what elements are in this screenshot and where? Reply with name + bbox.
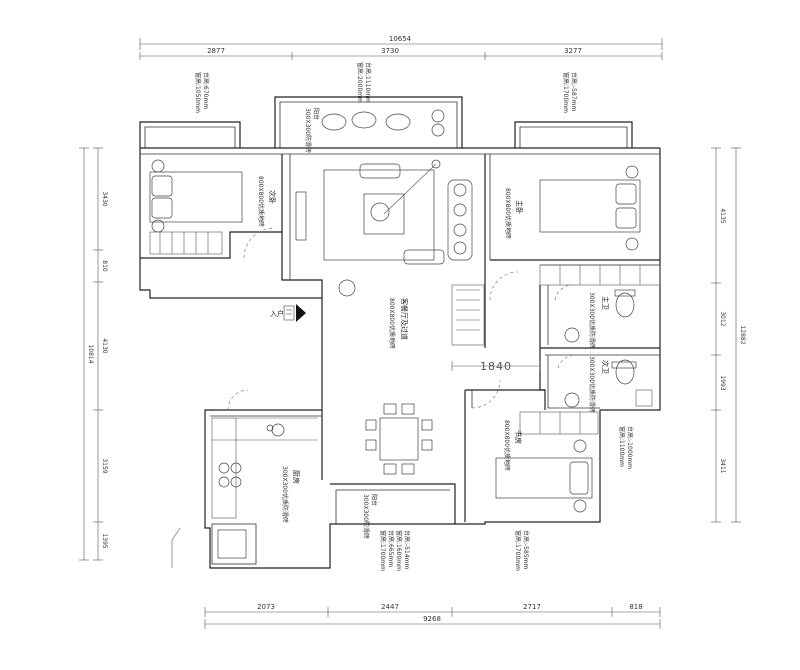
bottom-dimensions: 2073 2447 2717 818 9268 bbox=[204, 603, 661, 629]
guest-bath-name: 次卫 bbox=[601, 360, 610, 374]
top-balcony-name: 阳台 bbox=[312, 108, 320, 120]
window-bottom-b-sill: 台高:665mm bbox=[387, 530, 395, 567]
right-dim-3: 1993 bbox=[719, 375, 726, 390]
top-total-dim: 10654 bbox=[389, 35, 412, 43]
bottom-balcony-name: 阳台 bbox=[370, 494, 378, 506]
right-dim-4: 3411 bbox=[719, 458, 726, 473]
bathroom-fixtures bbox=[564, 289, 653, 408]
kitchen-floor: 300X300优质防滑砖 bbox=[281, 466, 289, 523]
second-bedroom-name: 次卧 bbox=[268, 190, 277, 204]
left-dim-1: 3430 bbox=[101, 191, 108, 206]
master-bath-name: 主卫 bbox=[601, 296, 610, 310]
left-dim-5: 1395 bbox=[101, 533, 108, 548]
entrance-label: 入户 bbox=[270, 309, 284, 318]
window-bottom-a-sill: 台高:-514mm bbox=[403, 530, 411, 569]
walls bbox=[139, 96, 661, 569]
left-dim-3: 4130 bbox=[101, 338, 108, 353]
master-bedroom-floor: 800X800优质地砖 bbox=[504, 188, 512, 239]
left-dimensions: 3430 810 4130 3159 1395 10814 bbox=[79, 147, 108, 561]
window-top-left-sill: 台高:670mm bbox=[202, 72, 210, 109]
master-bedroom-furniture bbox=[539, 165, 641, 251]
second-bedroom-furniture bbox=[149, 159, 243, 255]
right-dim-1: 4135 bbox=[719, 208, 726, 223]
right-dimensions: 4135 3012 1993 3411 12882 bbox=[711, 147, 746, 523]
top-dim-2: 3730 bbox=[381, 47, 399, 55]
living-dining-name: 客餐厅及过道 bbox=[400, 298, 409, 340]
entrance-marker: 入户 bbox=[270, 304, 306, 322]
left-total-dim: 10814 bbox=[87, 344, 94, 363]
window-specs: 台高:670mm 窗高:1050mm 台高:1110mm 窗高:2000mm 台… bbox=[194, 62, 634, 571]
top-dimensions: 10654 2877 3730 3277 bbox=[139, 35, 663, 60]
window-bottom-right-sill: 台高:-585mm bbox=[522, 530, 530, 569]
window-bottom-right-height: 窗高:1700mm bbox=[514, 530, 522, 571]
bottom-dim-3: 2717 bbox=[523, 603, 541, 611]
left-dim-2: 810 bbox=[101, 260, 108, 272]
left-dim-4: 3159 bbox=[101, 458, 108, 473]
kitchen-fixtures bbox=[217, 423, 285, 559]
living-room-furniture bbox=[295, 159, 473, 297]
window-top-right-height: 窗高:1700mm bbox=[562, 72, 570, 113]
window-top-left-height: 窗高:1050mm bbox=[194, 72, 202, 113]
window-top-center-height: 窗高:2000mm bbox=[356, 62, 364, 103]
window-top-right-sill: 台高:-587mm bbox=[570, 72, 578, 111]
top-balcony-floor: 300X300防滑砖 bbox=[304, 108, 312, 153]
study-floor: 800X800优质地砖 bbox=[503, 420, 511, 471]
entrance-arrow-icon bbox=[296, 304, 306, 322]
window-study-height: 窗高:1100mm bbox=[618, 426, 626, 467]
doors bbox=[171, 227, 577, 568]
living-dining-floor: 800X800优质地砖 bbox=[388, 298, 396, 349]
study-furniture bbox=[495, 439, 593, 513]
master-bath-floor: 300X300优质防滑砖 bbox=[588, 292, 596, 349]
study-name: 书房 bbox=[514, 430, 523, 444]
kitchen-name: 厨房 bbox=[292, 470, 301, 484]
right-dim-2: 3012 bbox=[719, 311, 726, 326]
top-dim-3: 3277 bbox=[564, 47, 582, 55]
right-total-dim: 12882 bbox=[739, 325, 746, 344]
interior-dim-label: 1840 bbox=[480, 360, 512, 373]
top-balcony-furniture bbox=[321, 109, 445, 137]
window-bottom-a-height: 窗高:1600mm bbox=[395, 530, 403, 571]
window-bottom-b-height: 窗高:1700mm bbox=[379, 530, 387, 571]
window-study-sill: 台高:-1000mm bbox=[626, 426, 634, 469]
room-labels: 次卧 800X800优质地砖 主卧 800X800优质地砖 客餐厅及过道 800… bbox=[257, 108, 610, 539]
bottom-dim-4: 818 bbox=[629, 603, 642, 611]
master-bedroom-name: 主卧 bbox=[515, 200, 524, 214]
bottom-balcony-floor: 300X300防滑砖 bbox=[362, 494, 370, 539]
bottom-dim-1: 2073 bbox=[257, 603, 275, 611]
dining-furniture bbox=[365, 403, 433, 475]
bottom-total-dim: 9268 bbox=[423, 615, 441, 623]
window-top-center-sill: 台高:1110mm bbox=[364, 62, 372, 103]
guest-bath-floor: 300X300优质防滑砖 bbox=[588, 356, 596, 413]
bottom-dim-2: 2447 bbox=[381, 603, 399, 611]
second-bedroom-floor: 800X800优质地砖 bbox=[257, 176, 265, 227]
top-dim-1: 2877 bbox=[207, 47, 225, 55]
interior-dimension: 1840 bbox=[451, 360, 541, 373]
